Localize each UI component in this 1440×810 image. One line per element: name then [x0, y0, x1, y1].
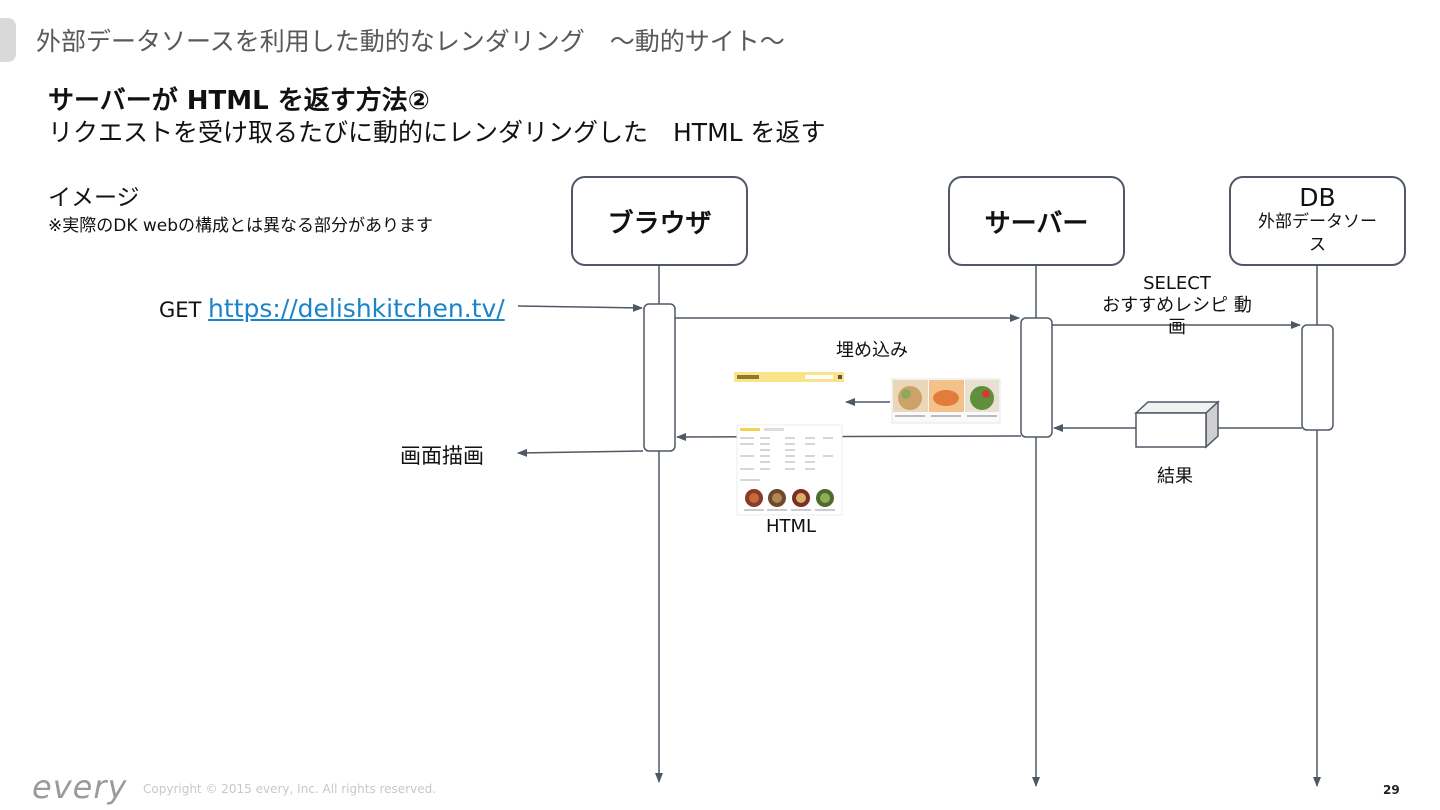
browser-activation	[643, 303, 676, 452]
website-screenshot-thumbnail	[734, 372, 844, 516]
browser-lane: ブラウザ	[571, 176, 748, 266]
image-label: イメージ	[48, 185, 140, 211]
result-label: 結果	[1157, 466, 1193, 487]
select-target: おすすめレシピ 動画	[1102, 295, 1252, 338]
result-box-icon	[1134, 400, 1220, 449]
title-accent-tab	[0, 18, 16, 62]
browser-lane-label: ブラウザ	[607, 208, 712, 239]
db-activation	[1301, 324, 1334, 431]
page-number: 29	[1383, 783, 1400, 797]
db-lane: DB 外部データソース	[1229, 176, 1406, 266]
delishkitchen-link[interactable]: https://delishkitchen.tv/	[208, 294, 505, 323]
server-lane-label: サーバー	[984, 208, 1089, 239]
get-method: GET	[159, 298, 209, 322]
get-request-label: GET https://delishkitchen.tv/	[159, 294, 505, 323]
copyright-notice: Copyright © 2015 every, Inc. All rights …	[143, 782, 437, 796]
html-response-arrow	[676, 432, 1022, 441]
section-heading: サーバーが HTML を返す方法②	[48, 86, 430, 116]
html-label: HTML	[766, 516, 817, 537]
slide-title: 外部データソースを利用した動的なレンダリング ～動的サイト～	[36, 27, 785, 56]
every-logo: every	[32, 768, 128, 806]
render-screen-arrow	[517, 448, 644, 457]
select-query-label: SELECT おすすめレシピ 動画	[1094, 273, 1260, 339]
recipe-photos-thumbnail	[891, 378, 1001, 424]
db-lane-subtitle: 外部データソース	[1258, 212, 1377, 255]
get-request-arrow	[517, 303, 643, 312]
embed-label: 埋め込み	[836, 340, 908, 361]
select-keyword: SELECT	[1143, 273, 1211, 294]
image-note: ※実際のDK webの構成とは異なる部分があります	[48, 216, 434, 236]
render-screen-label: 画面描画	[400, 444, 484, 468]
section-subheading: リクエストを受け取るたびに動的にレンダリングした HTML を返す	[48, 118, 826, 147]
db-lane-title: DB	[1299, 183, 1336, 212]
server-activation	[1020, 317, 1053, 438]
server-lane: サーバー	[948, 176, 1125, 266]
